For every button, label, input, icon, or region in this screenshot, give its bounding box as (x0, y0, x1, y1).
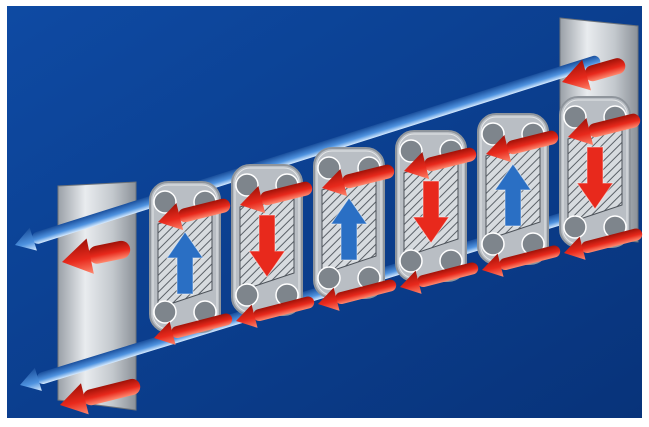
port-hole (318, 267, 340, 289)
port-hole (564, 216, 586, 238)
port-hole (154, 301, 176, 323)
port-hole (482, 233, 504, 255)
port-hole (236, 284, 258, 306)
port-hole (400, 250, 422, 272)
